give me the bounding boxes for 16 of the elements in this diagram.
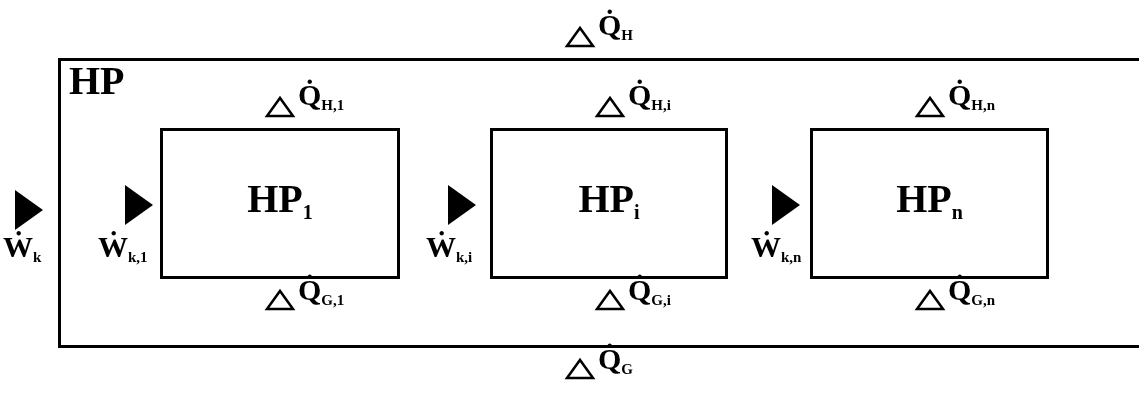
- system-title: HP: [69, 57, 125, 104]
- flow-label: Q̇$_{H}$: [598, 10, 633, 44]
- flow-label: Q̇$_{G,n}$: [948, 275, 996, 309]
- flow-label: Q̇$_{H,1}$: [298, 80, 345, 114]
- flow-label: Ẇ$_{k,1}$: [98, 232, 148, 266]
- heat-pump-label: HP$_{1}$: [246, 174, 314, 224]
- flow-label: Q̇$_{G}$: [598, 344, 633, 378]
- flow-label: Q̇$_{H,i}$: [628, 80, 671, 114]
- flow-label: Ẇ$_{k,n}$: [751, 232, 802, 266]
- flow-label: Q̇$_{G,1}$: [298, 275, 345, 309]
- flow-label: Ẇ$_{k,i}$: [426, 232, 473, 266]
- heat-pump-label: HP$_{n}$: [895, 174, 964, 224]
- heat-pump-label: HP$_{i}$: [577, 174, 641, 224]
- flow-label: Ẇ$_{k}$: [3, 232, 42, 266]
- flow-label: Q̇$_{H,n}$: [948, 80, 996, 114]
- flow-label: Q̇$_{G,i}$: [628, 275, 671, 309]
